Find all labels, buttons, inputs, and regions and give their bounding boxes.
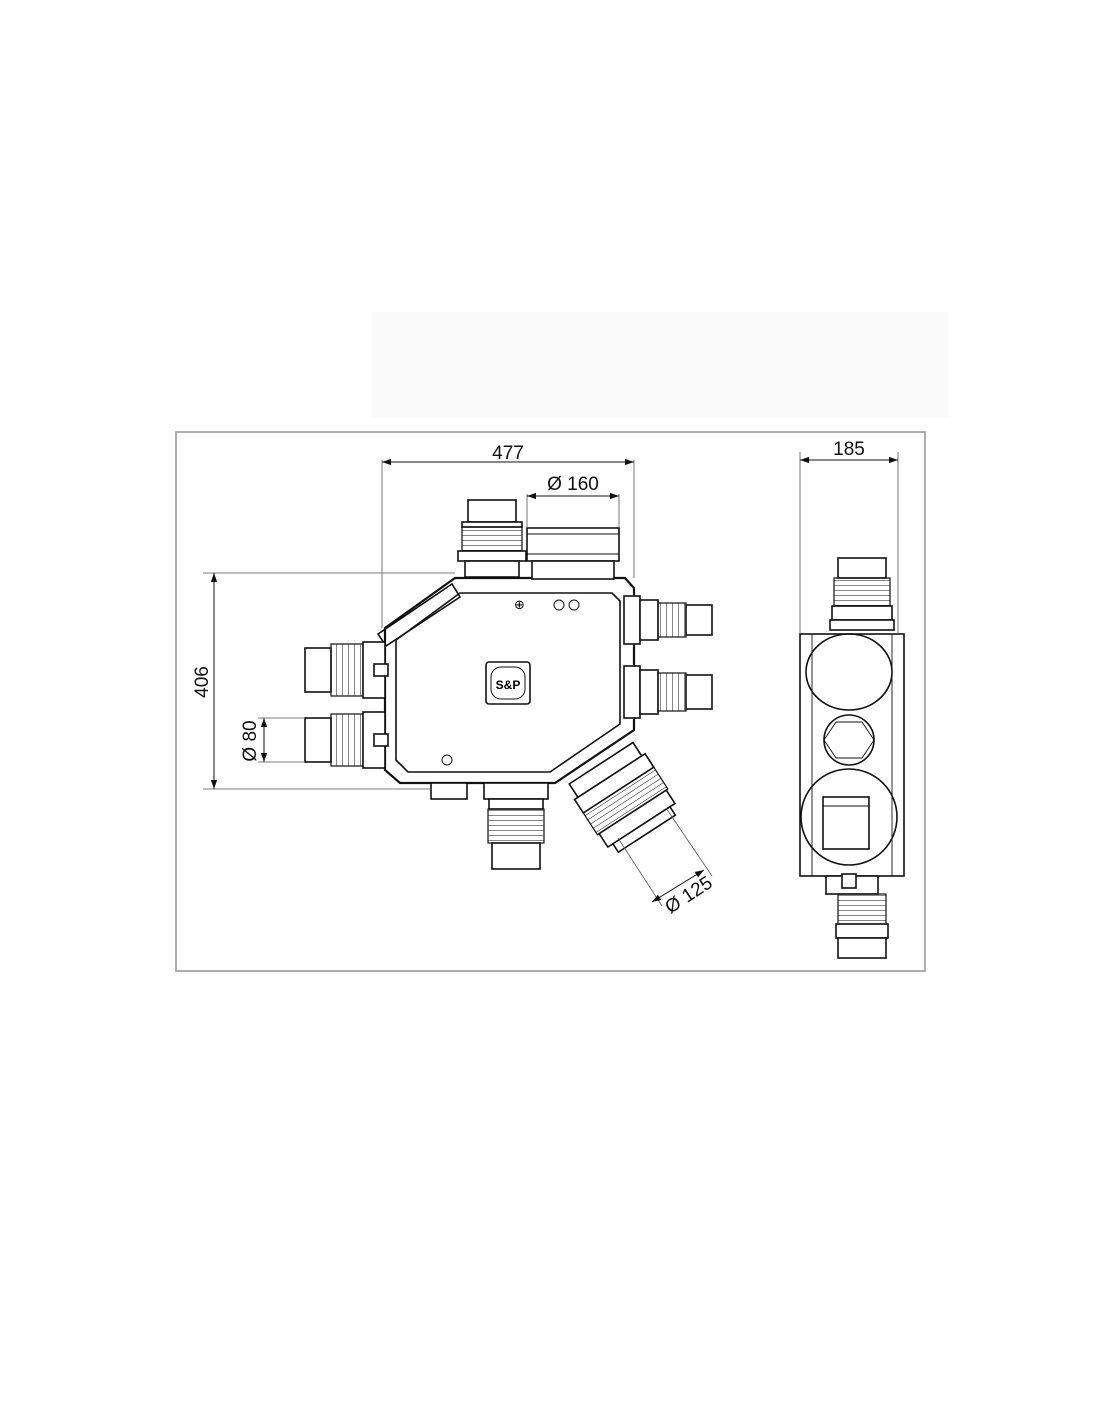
dim-height-label: 406	[192, 666, 213, 698]
label-icon-1	[553, 599, 565, 611]
dim-80-label: Ø 80	[240, 720, 261, 761]
outlet-160	[526, 527, 620, 580]
bottom-duct	[430, 782, 549, 870]
sp-logo: S&P	[485, 661, 531, 705]
housing-inner-outline	[395, 592, 621, 773]
bottom-clip	[430, 782, 468, 800]
right-duct-upper	[623, 595, 713, 645]
air-symbol-icon: ⊕	[514, 598, 525, 613]
dim-depth-label: 185	[833, 439, 865, 460]
top-left-strap	[376, 582, 462, 648]
side-view: 185	[799, 439, 905, 959]
side-port-filter	[800, 768, 898, 866]
angled-duct-125	[568, 741, 677, 854]
right-duct-lower	[623, 665, 713, 719]
housing-outline	[383, 576, 636, 785]
dim-outlet-label: Ø 160	[547, 474, 599, 495]
dim-line-125	[651, 869, 705, 903]
left-duct-upper	[304, 641, 389, 699]
scan-artifact	[372, 312, 948, 418]
screw-icon	[441, 754, 453, 766]
dim-width-label: 477	[492, 443, 524, 464]
drawing-frame	[175, 431, 926, 972]
label-icon-2	[568, 599, 580, 611]
top-duct	[457, 499, 527, 578]
sp-logo-text: S&P	[496, 678, 521, 692]
left-duct-lower	[304, 711, 389, 769]
side-port-large	[805, 633, 893, 711]
front-view: ⊕ S&P	[192, 443, 716, 918]
side-body	[799, 633, 905, 877]
